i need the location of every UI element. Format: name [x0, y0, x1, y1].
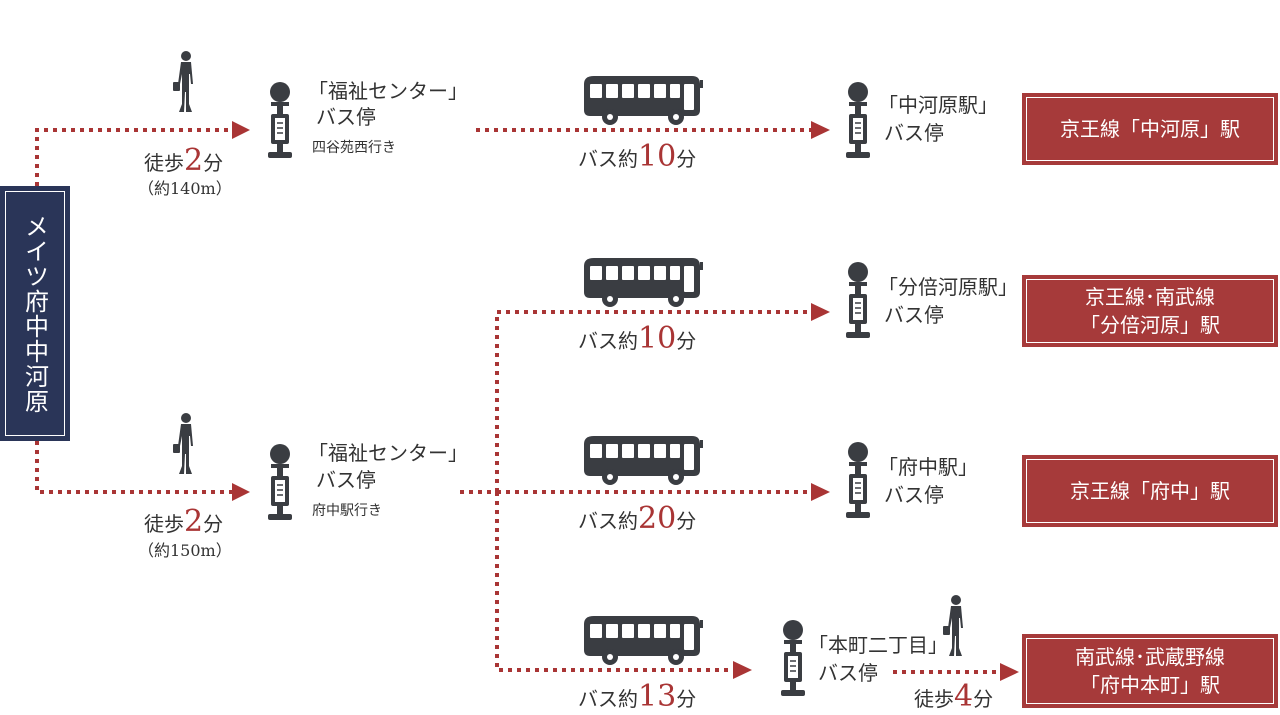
bus-time-honmachi: バス約13分: [578, 679, 697, 715]
bus-prefix: バス約: [578, 509, 638, 533]
walk-time-upper: 徒歩2分: [144, 143, 224, 179]
bus-stop-icon: [780, 619, 806, 697]
bus-stop-icon: [267, 443, 293, 521]
walk-prefix: 徒歩: [144, 512, 184, 536]
walk-unit: 分: [203, 151, 224, 175]
bus-prefix: バス約: [578, 147, 638, 171]
stop-name-fukushi-lower: 「福祉センター」: [308, 441, 468, 465]
bus-minutes: 10: [638, 139, 677, 174]
stop-name-fukushi-upper: 「福祉センター」: [308, 79, 468, 103]
bus-minutes: 10: [638, 321, 677, 356]
bus-icon: [584, 76, 703, 125]
stop-name-fuchu: 「府中駅」: [878, 455, 978, 479]
walk-line-lower: [35, 441, 236, 494]
bus-unit: 分: [676, 147, 697, 171]
stop-direction-lower: 府中駅行き: [312, 503, 382, 519]
stop-name-honmachi: 「本町二丁目」: [808, 633, 948, 657]
arrowhead: [811, 121, 830, 139]
walk-prefix: 徒歩: [144, 151, 184, 175]
arrowhead: [1000, 663, 1019, 681]
walk-minutes: 2: [184, 143, 204, 178]
bus-stop-icon: [267, 81, 293, 159]
bus-minutes: 13: [638, 679, 677, 714]
walk-unit: 分: [973, 687, 994, 711]
walk-time-final: 徒歩4分: [914, 679, 994, 715]
walker-icon: [173, 51, 193, 112]
station-bubaigawara: 京王線･南武線 「分倍河原」駅: [1022, 275, 1278, 347]
walk-prefix: 徒歩: [914, 687, 954, 711]
station-line2: 「府中本町」駅: [1080, 673, 1220, 697]
walk-line-upper: [35, 128, 236, 186]
bus-line-bubaigawara: [495, 310, 815, 492]
bus-time-fuchu: バス約20分: [578, 501, 697, 537]
arrowhead: [232, 121, 250, 139]
origin-name: メイツ府中中河原: [20, 213, 49, 414]
bus-icon: [584, 258, 703, 307]
walk-distance-upper: （約140m）: [138, 179, 232, 198]
bus-prefix: バス約: [578, 687, 638, 711]
bus-unit: 分: [676, 509, 697, 533]
station-line1: 京王線「中河原」駅: [1060, 117, 1240, 141]
bus-time-bubaigawara: バス約10分: [578, 321, 697, 357]
stop-name-bubaigawara: 「分倍河原駅」: [878, 275, 1018, 299]
bus-icon: [584, 616, 703, 665]
walk-minutes: 4: [954, 679, 974, 714]
bus-minutes: 20: [638, 501, 677, 536]
stop-direction-upper: 四谷苑西行き: [312, 140, 396, 156]
station-line2: 「分倍河原」駅: [1080, 313, 1220, 337]
bus-unit: 分: [676, 329, 697, 353]
stop-name-nakagawara: 「中河原駅」: [878, 93, 998, 117]
bus-prefix: バス約: [578, 329, 638, 353]
arrowhead: [232, 483, 250, 501]
walk-minutes: 2: [184, 504, 204, 539]
bus-icon: [584, 436, 703, 485]
bus-stop-icon: [845, 441, 871, 519]
stop-suffix: バス停: [316, 468, 376, 492]
bus-time-nakagawara: バス約10分: [578, 139, 697, 175]
stop-suffix: バス停: [818, 661, 878, 685]
stop-suffix: バス停: [884, 483, 944, 507]
route-arrowheads: [232, 121, 1019, 681]
walker-icon: [173, 413, 193, 474]
bus-unit: 分: [676, 687, 697, 711]
arrowhead: [811, 483, 830, 501]
bus-stop-icon: [845, 81, 871, 159]
station-fuchu: 京王線「府中」駅: [1022, 455, 1278, 527]
walk-distance-lower: （約150m）: [138, 541, 232, 560]
stop-suffix: バス停: [884, 303, 944, 327]
station-fuchuhonmachi: 南武線･武蔵野線 「府中本町」駅: [1022, 634, 1278, 708]
origin-box: メイツ府中中河原: [0, 186, 70, 441]
station-nakagawara: 京王線「中河原」駅: [1022, 93, 1278, 165]
bus-stop-icon: [845, 261, 871, 339]
stop-suffix: バス停: [884, 121, 944, 145]
station-line1: 京王線「府中」駅: [1070, 479, 1230, 503]
station-line1: 南武線･武蔵野線: [1075, 645, 1225, 669]
arrowhead: [733, 661, 752, 679]
stop-suffix: バス停: [316, 105, 376, 129]
arrowhead: [811, 303, 830, 321]
station-line1: 京王線･南武線: [1085, 285, 1215, 309]
walk-time-lower: 徒歩2分: [144, 504, 224, 540]
walk-unit: 分: [203, 512, 224, 536]
route-lines: [35, 128, 1004, 674]
